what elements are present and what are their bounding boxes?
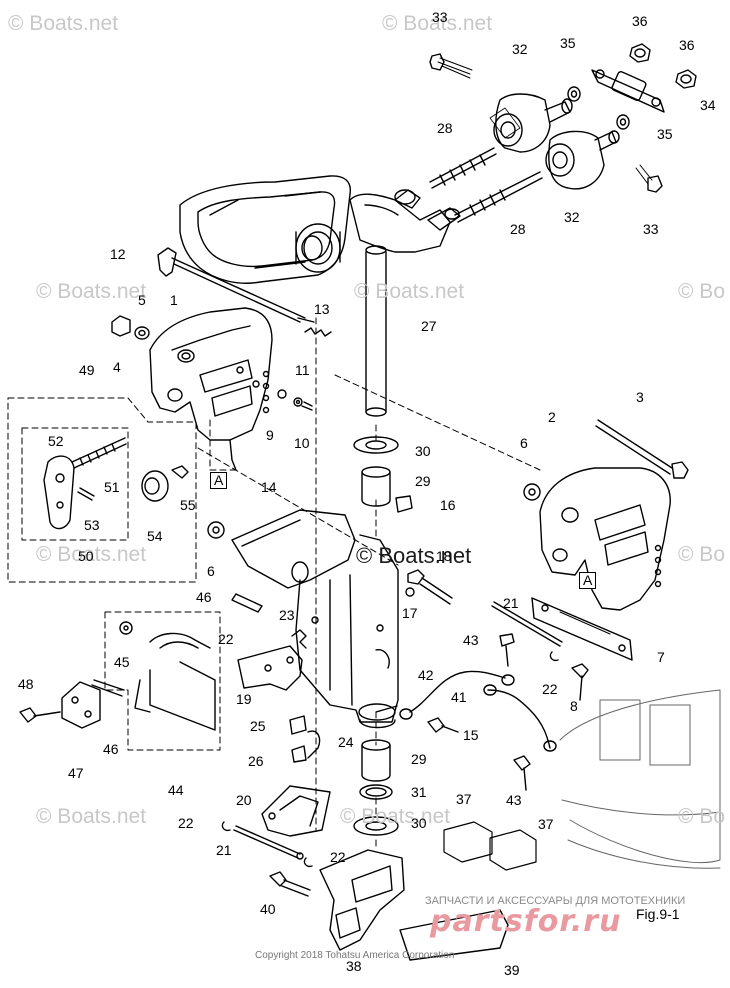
callout: 11 [295,362,310,378]
callout: 7 [657,649,665,665]
callout: 40 [260,901,276,917]
steering-shaft [365,245,387,417]
callout: 31 [411,784,427,800]
watermark: © Boats.net [8,12,119,35]
callout: 33 [643,221,659,237]
callout: 36 [679,37,695,53]
callout: 13 [314,301,330,317]
callout: 21 [216,842,232,858]
callout: 28 [510,221,526,237]
callout: 37 [538,816,554,832]
mount-upper [493,93,573,153]
callout: 36 [632,13,648,29]
callout: 41 [451,689,467,705]
callout: 23 [279,607,295,623]
callout: 32 [512,41,528,57]
swivel-case [231,509,399,729]
callout: 35 [560,35,576,51]
callout: 48 [18,676,34,692]
callout: 26 [248,753,264,769]
callout: 25 [250,718,266,734]
callout: 30 [415,443,431,459]
callout: 45 [114,654,130,670]
figure-label: Fig.9-1 [636,906,680,922]
ref-box-a: A [579,572,597,589]
callout: 54 [147,528,163,544]
callout: 33 [432,9,448,25]
callout: 35 [657,126,673,142]
callout: 32 [564,209,580,225]
callout: 37 [456,791,472,807]
callout: 47 [68,765,84,781]
mount-lower [545,130,620,190]
callout: 15 [463,727,479,743]
plate [591,69,665,113]
callout: 4 [113,359,121,375]
callout: 16 [440,497,456,513]
callout: 29 [415,473,431,489]
callout: 49 [79,362,95,378]
clamp-bracket-right [539,467,671,611]
callout: 50 [78,548,94,564]
partner-tagline: ЗАПЧАСТИ И АКСЕССУАРЫ ДЛЯ МОТОТЕХНИКИ [425,895,686,907]
nut-36a [629,43,651,63]
callout: 29 [411,751,427,767]
watermark: © Boats.net [36,805,147,828]
callout: 19 [236,691,252,707]
swivel-head [179,175,461,284]
callout: 3 [636,389,644,405]
callout: 22 [542,681,558,697]
callout: 9 [266,427,274,443]
callout: 1 [170,292,178,308]
watermark: © Boats.net [356,543,472,568]
callout: 17 [402,605,418,621]
callout: 46 [196,589,212,605]
watermark: © Bo [678,543,725,566]
callout: 20 [236,792,252,808]
callout: 53 [84,517,100,533]
callout: 10 [294,435,310,451]
callout: 44 [168,782,184,798]
callout: 22 [178,815,194,831]
watermark: © Boats.net [340,805,451,828]
callout: 38 [346,958,362,974]
callout: 27 [421,318,437,334]
callout: 43 [463,632,479,648]
callout: 6 [520,435,528,451]
nut-36b [675,69,697,89]
copyright: Copyright 2018 Tohatsu America Corporati… [255,950,455,961]
ref-box-a: A [210,472,228,489]
callout: 28 [437,120,453,136]
watermark: © Bo [678,805,725,828]
callout: 22 [218,631,234,647]
callout: 18 [436,548,452,564]
watermark: © Boats.net [36,543,147,566]
callout: 8 [570,698,578,714]
callout: 14 [261,479,277,495]
callout: 46 [103,741,119,757]
partner-logo: partsfor.ru [430,904,622,939]
callout: 42 [418,667,434,683]
watermark: © Boats.net [382,12,493,35]
callout: 43 [506,792,522,808]
callout: 52 [48,433,64,449]
watermark: © Boats.net [36,280,147,303]
callout: 55 [180,497,196,513]
callout: 39 [504,962,520,978]
callout: 51 [104,479,120,495]
callout: 22 [330,849,346,865]
callout: 24 [338,734,354,750]
callout: 6 [207,563,215,579]
callout: 21 [503,595,519,611]
clamp-bracket-left [149,307,273,471]
watermark: © Boats.net [354,280,465,303]
callout: 12 [110,246,126,262]
callout: 2 [548,409,556,425]
watermark: © Bo [678,280,725,303]
callout: 34 [700,97,716,113]
callout: 30 [411,815,427,831]
callout: 5 [138,292,146,308]
